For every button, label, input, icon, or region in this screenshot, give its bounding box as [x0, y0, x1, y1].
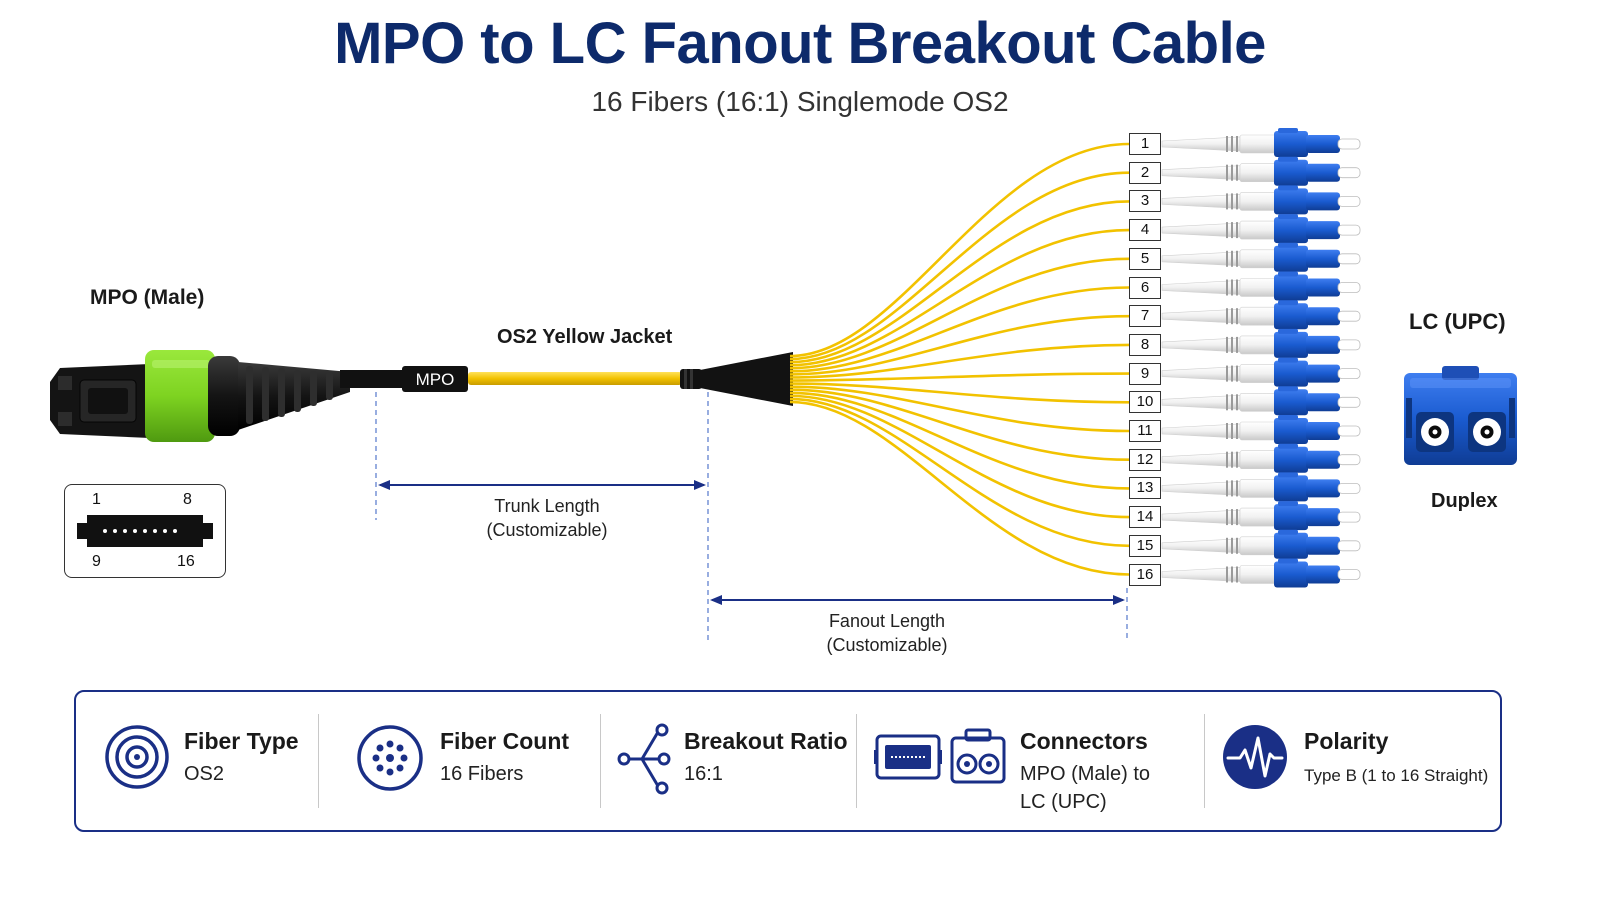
fanout-fiber: [789, 394, 1130, 519]
lc-connector: [1161, 185, 1361, 215]
spec-polarity-value: Type B (1 to 16 Straight): [1304, 766, 1489, 785]
fanout-fiber: [789, 397, 1130, 548]
fiber-number-box: 10: [1129, 391, 1161, 414]
fiber-number-box: 6: [1129, 276, 1161, 299]
fanout-length-label: Fanout Length: [828, 611, 946, 631]
spec-connectors-value-line2: LC (UPC): [1020, 791, 1107, 813]
fanout-fiber: [789, 382, 1130, 404]
fiber-number-box: 5: [1129, 247, 1161, 270]
fanout-fiber: [789, 257, 1130, 370]
fiber-type-icon: [105, 725, 169, 789]
trunk-length-caption: Trunk Length (Customizable): [447, 494, 647, 542]
fanout-fiber: [789, 400, 1130, 576]
fanout-fiber: [789, 142, 1130, 358]
mpo-ferrule-face: [77, 515, 213, 547]
spec-divider: [600, 714, 601, 808]
pin-label-9: 9: [92, 553, 101, 570]
trunk-cable: [468, 372, 682, 385]
page-title: MPO to LC Fanout Breakout Cable: [334, 11, 1266, 76]
lc-connector: [1161, 529, 1361, 559]
lc-connector: [1161, 386, 1361, 416]
spec-fiber-count-value: 16 Fibers: [440, 763, 524, 785]
spec-breakout-ratio-value: 16:1: [684, 763, 723, 785]
mpo-boot-label: [402, 366, 468, 392]
fanout-length-note: (Customizable): [826, 635, 948, 655]
fanout-fiber: [789, 343, 1130, 379]
lc-connector: [1161, 501, 1361, 531]
breakout-boot: [680, 352, 793, 406]
cable-diagram: MPO: [50, 128, 1517, 640]
spec-divider: [318, 714, 319, 808]
fanout-length-arrow: [710, 595, 1125, 605]
fiber-number-box: 11: [1129, 420, 1161, 442]
fanout-fiber: [789, 171, 1130, 361]
fanout-fiber: [789, 314, 1130, 376]
fiber-count-icon: [357, 725, 423, 791]
fiber-number-box: 9: [1129, 362, 1161, 385]
spec-fiber-type-title: Fiber Type: [184, 728, 299, 754]
fiber-number-box: 14: [1129, 506, 1161, 529]
lc-connector: [1161, 328, 1361, 358]
trunk-length-label: Trunk Length: [494, 496, 600, 516]
spec-fiber-count-title: Fiber Count: [440, 728, 570, 754]
spec-divider: [1204, 714, 1205, 808]
fiber-number-box: 2: [1129, 161, 1161, 184]
spec-fiber-type-value: OS2: [184, 763, 225, 785]
spec-connectors-value-line1: MPO (Male) to: [1020, 763, 1151, 785]
jacket-label: OS2 Yellow Jacket: [497, 326, 673, 348]
lc-connector: [1161, 558, 1361, 588]
spec-breakout-ratio-title: Breakout Ratio: [684, 728, 848, 754]
fanout-fiber: [789, 391, 1130, 490]
fanout-fibers: [789, 128, 1361, 588]
fiber-number-box: 13: [1129, 477, 1161, 500]
fanout-fiber: [789, 372, 1130, 382]
polarity-icon: [1223, 725, 1287, 789]
spec-polarity-title: Polarity: [1304, 728, 1389, 754]
lc-connector: [1161, 271, 1361, 301]
fiber-number-box: 7: [1129, 305, 1161, 328]
mpo-male-label: MPO (Male): [90, 286, 205, 309]
page-subtitle: 16 Fibers (16:1) Singlemode OS2: [591, 86, 1009, 117]
fiber-number-box: 1: [1129, 133, 1161, 155]
fiber-number-box: 8: [1129, 333, 1161, 356]
fanout-fiber: [789, 228, 1130, 367]
fanout-fiber: [789, 286, 1130, 373]
mpo-boot-text: MPO: [416, 370, 455, 389]
lc-connector: [1161, 214, 1361, 244]
fanout-length-caption: Fanout Length (Customizable): [787, 609, 987, 657]
spec-connectors-title: Connectors: [1020, 728, 1148, 754]
fanout-fiber: [789, 385, 1130, 433]
pin-label-8: 8: [183, 491, 192, 508]
fiber-number-box: 4: [1129, 219, 1161, 242]
spec-panel: Fiber Type OS2 Fiber Count 16 Fibers Bre…: [74, 690, 1502, 832]
fiber-number-box: 16: [1129, 563, 1161, 586]
mpo-green-housing: [145, 350, 215, 442]
lc-connector: [1161, 242, 1361, 272]
fiber-number-box: 3: [1129, 190, 1161, 213]
lc-connector: [1161, 357, 1361, 387]
spec-divider: [856, 714, 857, 808]
lc-duplex-adapter: [1404, 366, 1517, 465]
connectors-icon: [874, 728, 1006, 784]
mpo-pin-map: 1 8 9 16: [64, 484, 226, 578]
fanout-fiber: [789, 200, 1130, 364]
pin-label-1: 1: [92, 491, 101, 508]
fanout-fiber: [789, 388, 1130, 461]
lc-connector: [1161, 300, 1361, 330]
breakout-ratio-icon: [617, 723, 671, 795]
trunk-length-arrow: [378, 480, 706, 490]
lc-connector: [1161, 472, 1361, 502]
trunk-length-note: (Customizable): [486, 520, 608, 540]
pin-label-16: 16: [177, 553, 195, 570]
lc-connector: [1161, 443, 1361, 473]
lc-upc-label: LC (UPC): [1409, 309, 1506, 334]
lc-connector: [1161, 156, 1361, 186]
fiber-number-box: 15: [1129, 534, 1161, 557]
fiber-number-box: 12: [1129, 448, 1161, 471]
lc-connector: [1161, 128, 1361, 157]
mpo-connector: MPO: [50, 350, 468, 442]
duplex-label: Duplex: [1431, 490, 1498, 512]
lc-connector: [1161, 415, 1361, 444]
